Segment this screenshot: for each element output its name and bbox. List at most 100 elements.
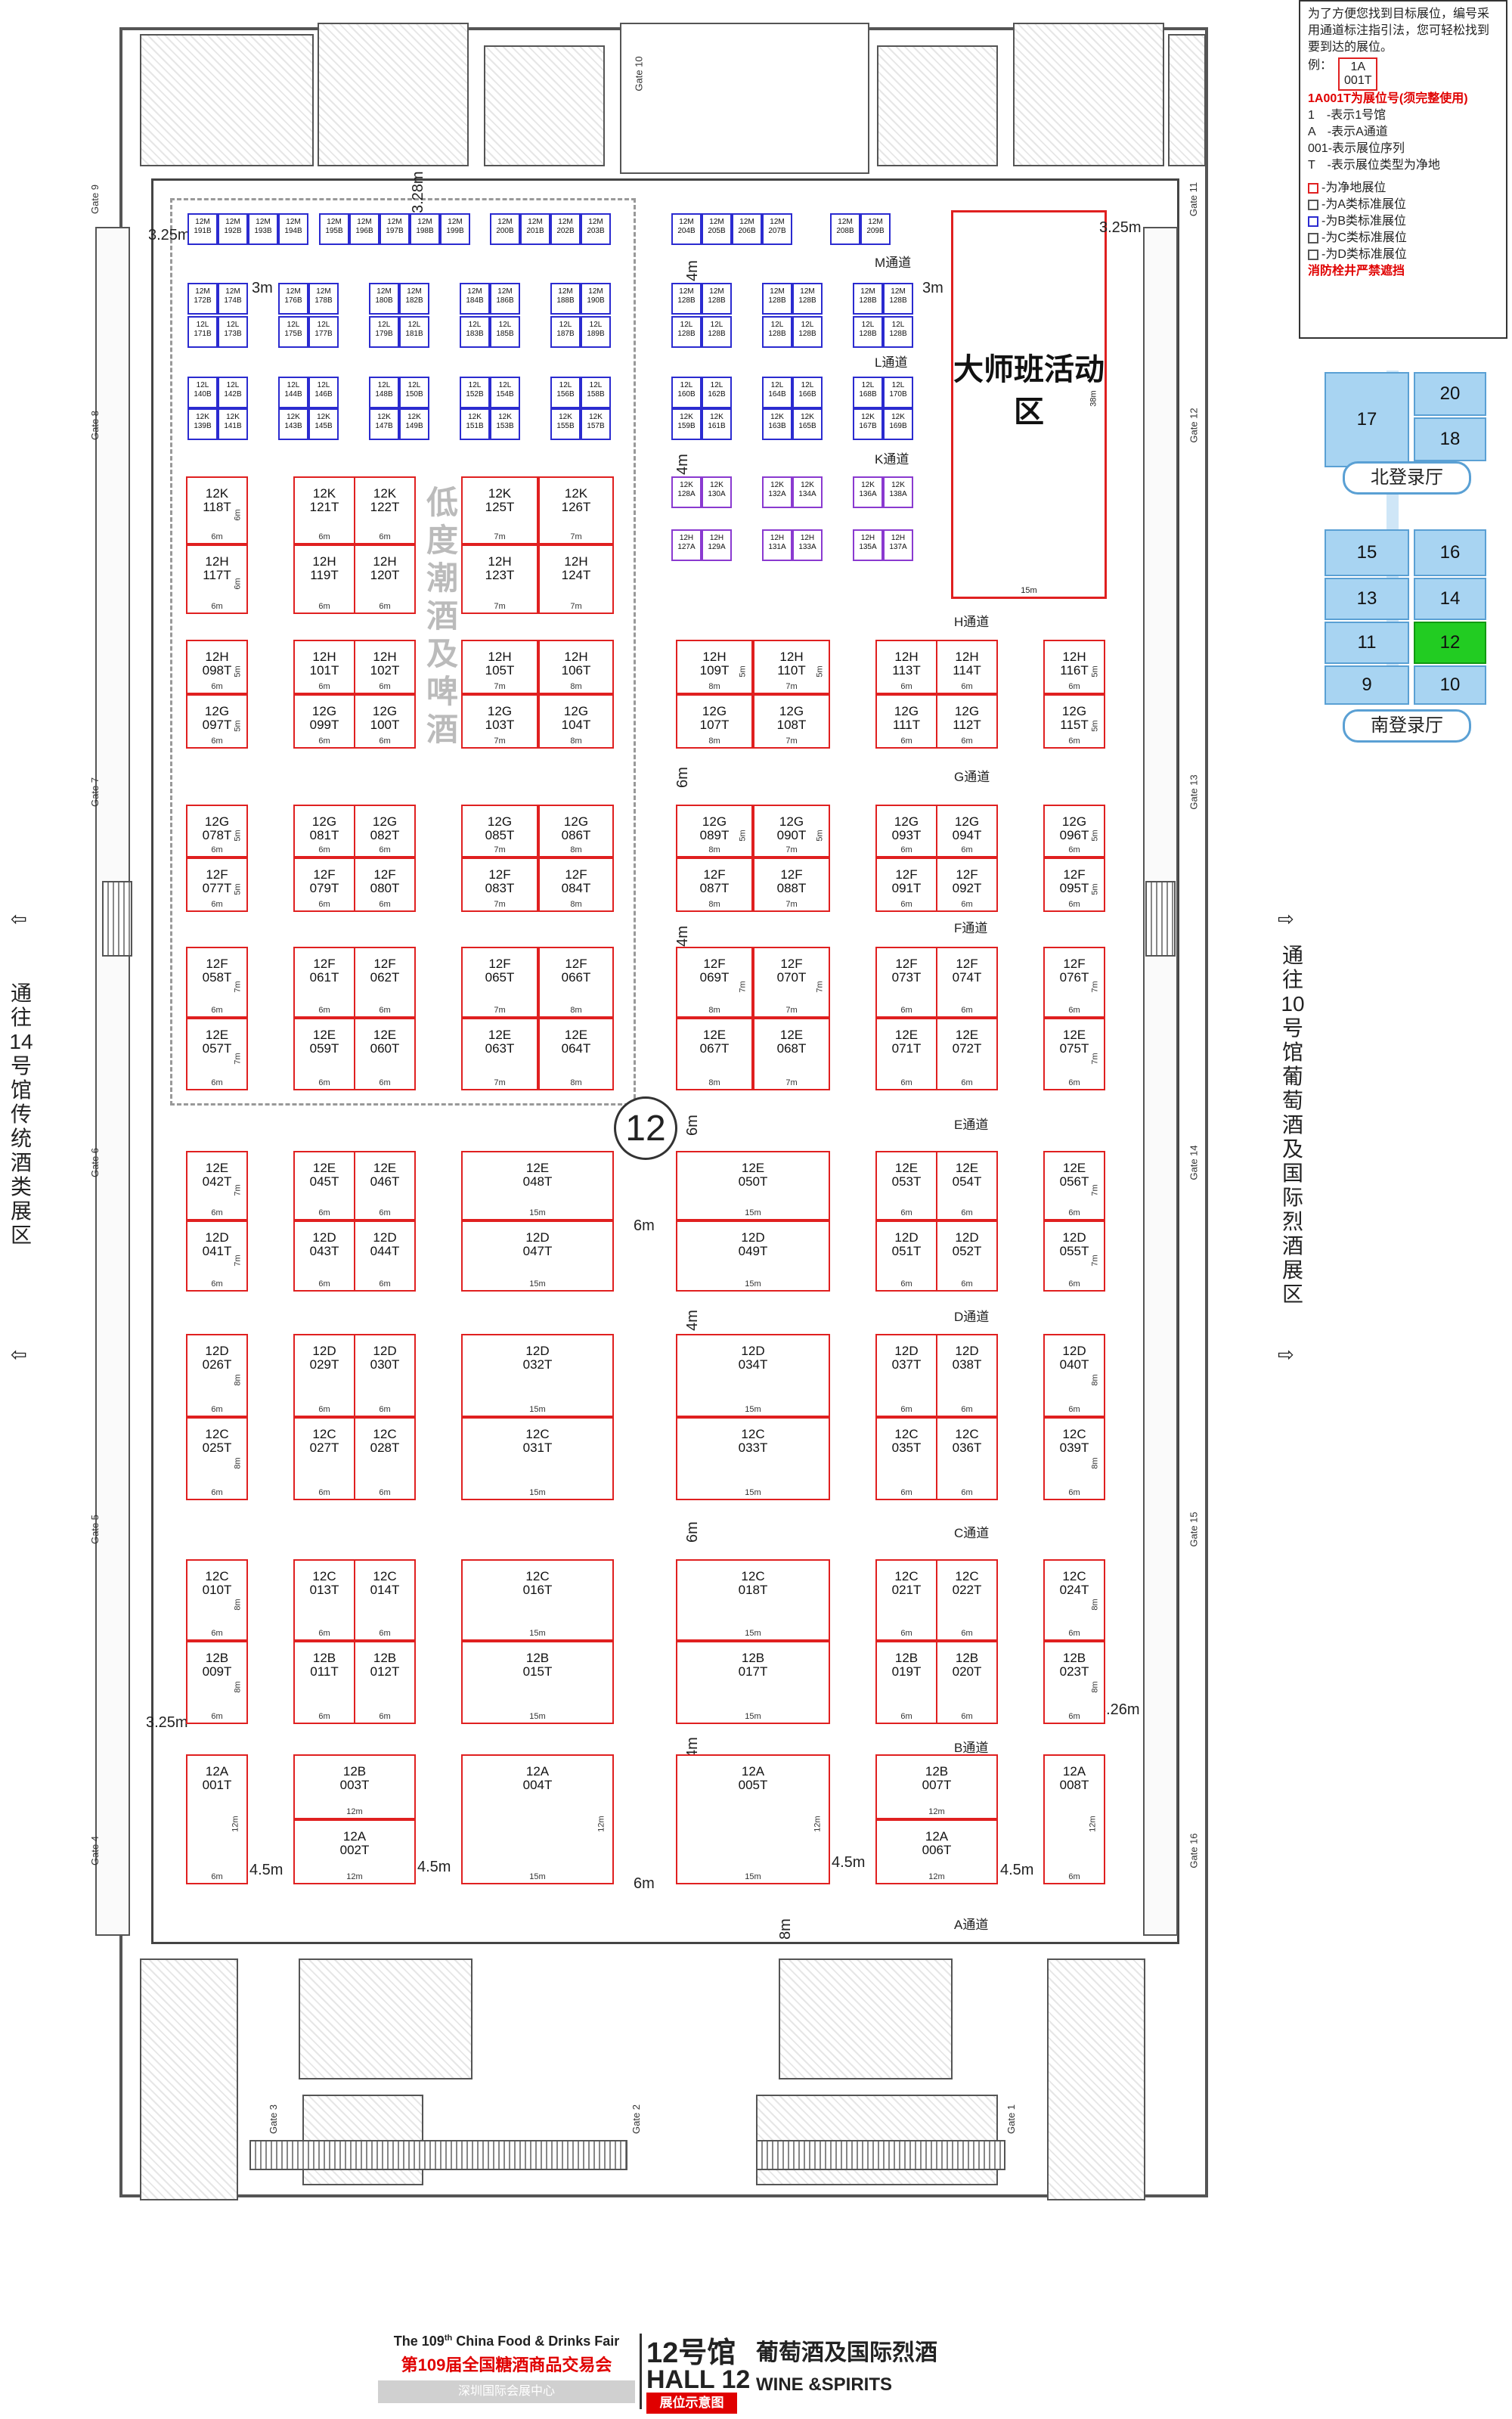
- standard-booth[interactable]: 12M 201B: [520, 213, 550, 245]
- standard-booth[interactable]: 12M 197B: [380, 213, 410, 245]
- minimap-south-lobby[interactable]: 南登录厅: [1343, 709, 1471, 743]
- standard-booth[interactable]: 12M 207B: [762, 213, 792, 245]
- standard-booth[interactable]: 12L 185B: [490, 316, 520, 348]
- standard-booth[interactable]: 12K 141B: [218, 408, 248, 440]
- standard-booth[interactable]: 12M 128B: [792, 283, 823, 315]
- standard-booth[interactable]: 12M 203B: [581, 213, 611, 245]
- standard-booth[interactable]: 12K 163B: [762, 408, 792, 440]
- minimap-hall-17[interactable]: 17: [1325, 372, 1409, 467]
- standard-booth[interactable]: 12L 158B: [581, 377, 611, 408]
- standard-booth[interactable]: 12L 128B: [792, 316, 823, 348]
- standard-booth[interactable]: 12K 145B: [308, 408, 339, 440]
- standard-booth[interactable]: 12L 150B: [399, 377, 429, 408]
- standard-booth[interactable]: 12M 196B: [349, 213, 380, 245]
- gate-14[interactable]: Gate 14: [1188, 1145, 1200, 1180]
- standard-booth[interactable]: 12M 205B: [702, 213, 732, 245]
- standard-booth[interactable]: 12L 162B: [702, 377, 732, 408]
- gate-7[interactable]: Gate 7: [89, 777, 101, 808]
- standard-booth[interactable]: 12L 142B: [218, 377, 248, 408]
- standard-booth[interactable]: 12L 140B: [187, 377, 218, 408]
- master-class-area[interactable]: 大师班活动区 38m 15m: [951, 210, 1107, 599]
- standard-booth[interactable]: 12L 173B: [218, 316, 248, 348]
- gate-4[interactable]: Gate 4: [89, 1835, 101, 1866]
- standard-booth[interactable]: 12M 182B: [399, 283, 429, 315]
- minimap-hall-11[interactable]: 11: [1325, 622, 1409, 664]
- standard-booth[interactable]: 12M 195B: [319, 213, 349, 245]
- gate-11[interactable]: Gate 11: [1188, 181, 1200, 217]
- standard-booth[interactable]: 12M 206B: [732, 213, 762, 245]
- standard-booth[interactable]: 12M 208B: [830, 213, 860, 245]
- standard-booth[interactable]: 12M 209B: [860, 213, 891, 245]
- standard-booth[interactable]: 12L 171B: [187, 316, 218, 348]
- gate-10[interactable]: Gate 10: [633, 56, 645, 91]
- standard-booth[interactable]: 12L 148B: [369, 377, 399, 408]
- standard-booth[interactable]: 12H 133A: [792, 529, 823, 561]
- standard-booth[interactable]: 12M 128B: [762, 283, 792, 315]
- standard-booth[interactable]: 12L 152B: [460, 377, 490, 408]
- standard-booth[interactable]: 12K 149B: [399, 408, 429, 440]
- standard-booth[interactable]: 12M 199B: [440, 213, 470, 245]
- standard-booth[interactable]: 12L 128B: [702, 316, 732, 348]
- gate-1[interactable]: Gate 1: [1005, 2104, 1018, 2135]
- standard-booth[interactable]: 12M 184B: [460, 283, 490, 315]
- standard-booth[interactable]: 12K 136A: [853, 476, 883, 508]
- standard-booth[interactable]: 12L 170B: [883, 377, 913, 408]
- standard-booth[interactable]: 12M 178B: [308, 283, 339, 315]
- minimap-hall-14[interactable]: 14: [1414, 578, 1486, 620]
- standard-booth[interactable]: 12L 154B: [490, 377, 520, 408]
- standard-booth[interactable]: 12L 128B: [671, 316, 702, 348]
- standard-booth[interactable]: 12H 135A: [853, 529, 883, 561]
- standard-booth[interactable]: 12L 175B: [278, 316, 308, 348]
- gate-8[interactable]: Gate 8: [89, 410, 101, 441]
- standard-booth[interactable]: 12M 188B: [550, 283, 581, 315]
